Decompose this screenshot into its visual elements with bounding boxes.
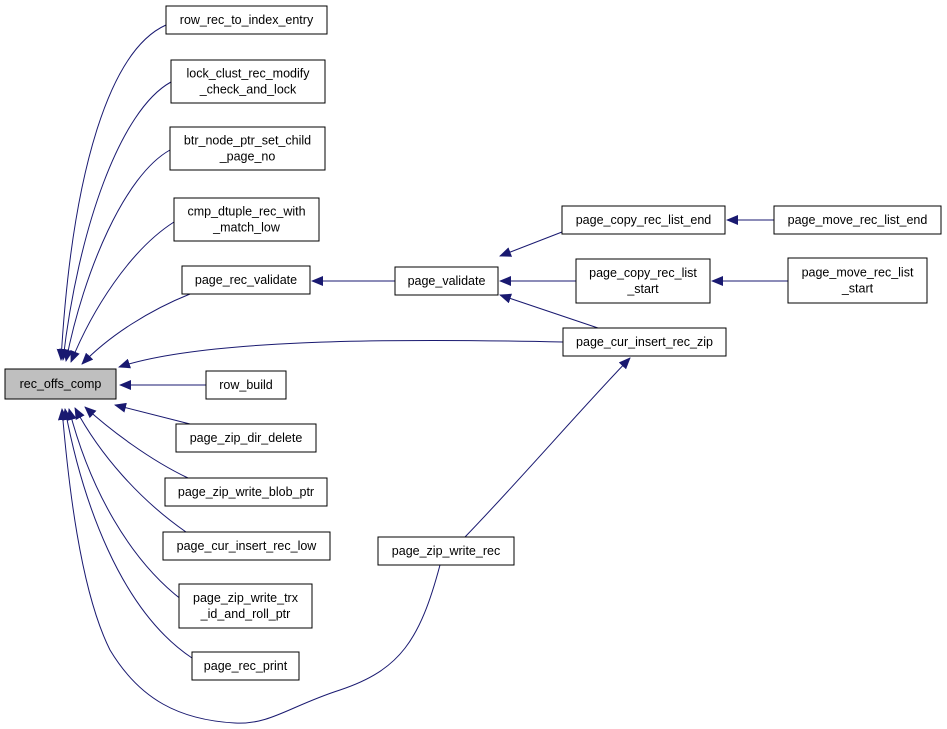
edge-lock_clust_rec_modify_check_and_lock-to-rec_offs_comp	[59, 81, 172, 361]
node-box	[562, 327, 727, 357]
edge-line	[57, 408, 441, 724]
node-label: _id_and_roll_ptr	[200, 607, 291, 621]
node-cmp_dtuple_rec_with_match_low[interactable]: cmp_dtuple_rec_with _match_low	[173, 197, 320, 242]
node-page_cur_insert_rec_zip[interactable]: page_cur_insert_rec_zip	[562, 327, 727, 357]
node-label: _check_and_lock	[199, 83, 297, 97]
node-page_rec_validate[interactable]: page_rec_validate	[181, 265, 311, 295]
node-label: page_copy_rec_list	[589, 266, 697, 280]
nodes-layer: rec_offs_comp row_rec_to_index_entry lock_…	[4, 5, 942, 681]
edge-page_cur_insert_rec_low-to-rec_offs_comp	[74, 407, 187, 533]
node-page_copy_rec_list_start[interactable]: page_copy_rec_list _start	[575, 258, 711, 304]
node-label: page_zip_write_blob_ptr	[178, 485, 314, 499]
node-box	[170, 59, 326, 104]
edge-line	[81, 293, 191, 365]
node-label: page_cur_insert_rec_low	[177, 539, 318, 553]
node-page_cur_insert_rec_low[interactable]: page_cur_insert_rec_low	[162, 531, 331, 561]
node-page_copy_rec_list_end[interactable]: page_copy_rec_list_end	[561, 205, 726, 235]
node-box	[181, 265, 311, 295]
edge-line	[84, 406, 189, 479]
node-label: rec_offs_comp	[20, 377, 102, 391]
edge-cmp_dtuple_rec_with_match_low-to-rec_offs_comp	[70, 221, 175, 363]
edge-line	[74, 407, 187, 533]
node-page_rec_print[interactable]: page_rec_print	[191, 651, 300, 681]
node-label: _start	[626, 282, 659, 296]
node-label: _page_no	[219, 150, 276, 164]
node-box	[165, 5, 328, 35]
edge-line	[499, 231, 563, 257]
edge-line	[499, 293, 599, 329]
edge-page_cur_insert_rec_zip-to-page_validate	[499, 293, 599, 329]
edge-line	[66, 408, 183, 601]
node-label: page_zip_dir_delete	[190, 431, 303, 445]
node-label: page_validate	[408, 274, 486, 288]
node-page_move_rec_list_start[interactable]: page_move_rec_list _start	[787, 257, 928, 304]
node-box	[773, 205, 942, 235]
node-box	[787, 257, 928, 304]
edge-page_zip_write_rec-to-page_cur_insert_rec_zip	[464, 357, 631, 538]
edge-page_zip_write_blob_ptr-to-rec_offs_comp	[84, 406, 189, 479]
node-rec_offs_comp[interactable]: rec_offs_comp	[4, 368, 117, 400]
edge-page_cur_insert_rec_zip-to-rec_offs_comp	[118, 339, 564, 369]
node-box	[169, 126, 326, 171]
node-label: page_move_rec_list_end	[788, 213, 928, 227]
edge-page_rec_validate-to-rec_offs_comp	[81, 293, 191, 365]
node-label: page_rec_print	[204, 659, 288, 673]
node-label: btr_node_ptr_set_child	[184, 134, 311, 148]
edge-page_zip_dir_delete-to-rec_offs_comp	[114, 402, 191, 425]
edge-btr_node_ptr_set_child_page_no-to-rec_offs_comp	[63, 149, 171, 362]
edge-line	[118, 339, 564, 369]
node-box	[205, 370, 287, 400]
edge-line	[63, 149, 171, 362]
edge-page_rec_print-to-rec_offs_comp	[62, 408, 193, 659]
node-page_validate[interactable]: page_validate	[394, 266, 499, 296]
node-label: cmp_dtuple_rec_with	[187, 205, 305, 219]
node-box	[394, 266, 499, 296]
node-box	[162, 531, 331, 561]
node-label: page_move_rec_list	[802, 266, 914, 280]
node-page_zip_dir_delete[interactable]: page_zip_dir_delete	[175, 423, 317, 453]
node-box	[191, 651, 300, 681]
edge-line	[62, 408, 193, 659]
node-label: page_rec_validate	[195, 273, 297, 287]
node-label: page_cur_insert_rec_zip	[576, 335, 713, 349]
node-box	[561, 205, 726, 235]
node-box	[377, 536, 515, 566]
edge-line	[114, 402, 191, 425]
node-page_zip_write_trx_id_and_roll_ptr[interactable]: page_zip_write_trx _id_and_roll_ptr	[178, 583, 313, 629]
node-label: row_build	[219, 378, 273, 392]
node-btr_node_ptr_set_child_page_no[interactable]: btr_node_ptr_set_child _page_no	[169, 126, 326, 171]
node-box	[164, 477, 328, 507]
node-box	[173, 197, 320, 242]
edge-page_zip_write_rec-to-rec_offs_comp	[57, 408, 441, 724]
edge-line	[464, 357, 631, 538]
node-label: page_copy_rec_list_end	[576, 213, 712, 227]
edge-row_rec_to_index_entry-to-rec_offs_comp	[56, 24, 167, 361]
node-label: row_rec_to_index_entry	[180, 13, 314, 27]
node-page_move_rec_list_end[interactable]: page_move_rec_list_end	[773, 205, 942, 235]
node-box	[175, 423, 317, 453]
edges-layer	[56, 24, 788, 724]
node-label: _start	[841, 282, 874, 296]
node-label: lock_clust_rec_modify	[187, 67, 311, 81]
node-label: page_zip_write_rec	[392, 544, 500, 558]
node-page_zip_write_rec[interactable]: page_zip_write_rec	[377, 536, 515, 566]
node-label: page_zip_write_trx	[193, 591, 299, 605]
edge-line	[59, 81, 172, 361]
edge-line	[70, 221, 175, 363]
node-page_zip_write_blob_ptr[interactable]: page_zip_write_blob_ptr	[164, 477, 328, 507]
node-lock_clust_rec_modify_check_and_lock[interactable]: lock_clust_rec_modify _check_and_lock	[170, 59, 326, 104]
node-box	[575, 258, 711, 304]
edge-page_zip_write_trx_id_and_roll_ptr-to-rec_offs_comp	[66, 408, 183, 601]
node-box	[4, 368, 117, 400]
node-box	[178, 583, 313, 629]
node-label: _match_low	[212, 221, 281, 235]
edge-page_copy_rec_list_end-to-page_validate	[499, 231, 563, 257]
edge-line	[56, 24, 167, 361]
node-row_build[interactable]: row_build	[205, 370, 287, 400]
node-row_rec_to_index_entry[interactable]: row_rec_to_index_entry	[165, 5, 328, 35]
